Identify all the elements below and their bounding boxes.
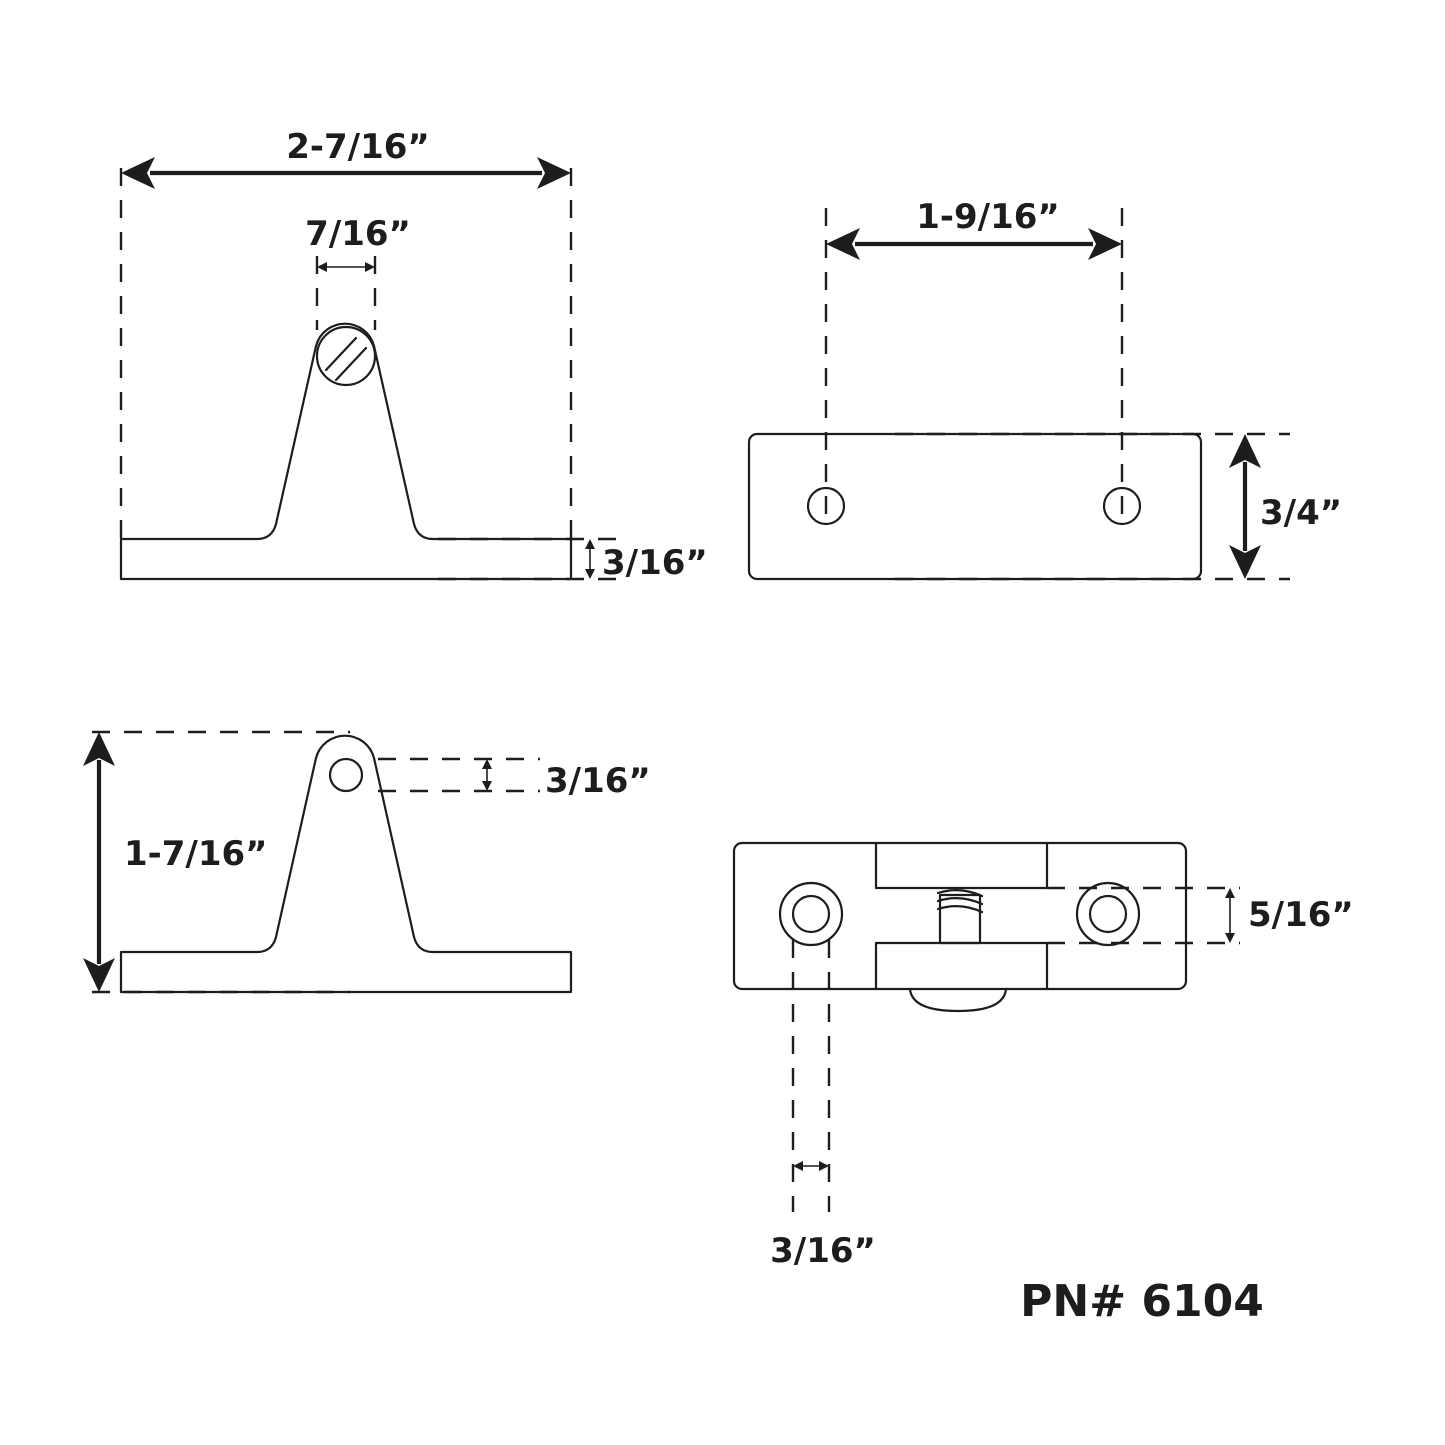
arrowhead [819, 1161, 829, 1171]
eye-width-dimension: 7/16” [305, 214, 411, 330]
arrowhead [1225, 888, 1235, 898]
front-view [119, 322, 573, 581]
slot-outline [874, 841, 1049, 890]
overall-length-label: 2-7/16” [286, 127, 430, 167]
arrowhead [826, 228, 860, 260]
base-plate-outline [732, 841, 1188, 991]
arrowhead [83, 732, 115, 766]
eye-width-label: 7/16” [305, 214, 411, 254]
pin-head [315, 325, 377, 387]
part-number: PN# 6104 [1020, 1276, 1264, 1327]
base-plate-outline [747, 432, 1203, 581]
top-view [747, 432, 1203, 581]
pin-slot-line [324, 336, 358, 372]
pin-shaft [938, 893, 982, 945]
arrowhead [1088, 228, 1122, 260]
eye-hole-dimension: 3/16” [378, 757, 651, 801]
eye-hole-label: 3/16” [545, 761, 651, 801]
slot-width-dimension: 5/16” [1047, 886, 1354, 945]
arrowhead [585, 569, 595, 579]
mount-hole-inner [1088, 894, 1128, 934]
arrowhead [121, 157, 155, 189]
side-view-outline [119, 734, 573, 994]
overall-height-label: 1-7/16” [124, 834, 268, 874]
mount-hole-outer [778, 881, 844, 947]
front-view-outline [119, 322, 573, 581]
slot-width-label: 5/16” [1248, 895, 1354, 935]
eye-hole [328, 757, 364, 793]
arrowhead [585, 539, 595, 549]
base-thickness-label: 3/16” [602, 543, 708, 583]
mount-hole [806, 486, 846, 526]
overall-length-dimension: 2-7/16” [119, 127, 573, 539]
mount-hole-inner [791, 894, 831, 934]
arrowhead [482, 781, 492, 791]
mount-hole [1102, 486, 1142, 526]
arrowhead [317, 262, 327, 272]
arrowhead [537, 157, 571, 189]
base-width-label: 3/4” [1260, 493, 1342, 533]
bottom-view [732, 841, 1188, 1013]
hole-spacing-label: 1-9/16” [916, 197, 1060, 237]
arrowhead [793, 1161, 803, 1171]
arrowhead [482, 759, 492, 769]
spring-coil [936, 889, 984, 914]
overall-height-dimension: 1-7/16” [83, 730, 350, 994]
base-width-dimension: 3/4” [895, 432, 1342, 581]
arrowhead [83, 958, 115, 992]
arrowhead [1225, 933, 1235, 943]
slot-outline [874, 941, 1049, 991]
side-view [119, 734, 573, 994]
arrowhead [1229, 434, 1261, 468]
base-thickness-dimension: 3/16” [438, 537, 708, 583]
arrowhead [1229, 545, 1261, 579]
pin-knob [908, 987, 1008, 1013]
arrowhead [365, 262, 375, 272]
hole-spacing-dimension: 1-9/16” [824, 197, 1124, 524]
mount-hole-dimension: 3/16” [770, 940, 876, 1271]
mount-hole-label: 3/16” [770, 1231, 876, 1271]
pin-slot-line [334, 346, 368, 382]
mount-hole-outer [1075, 881, 1141, 947]
